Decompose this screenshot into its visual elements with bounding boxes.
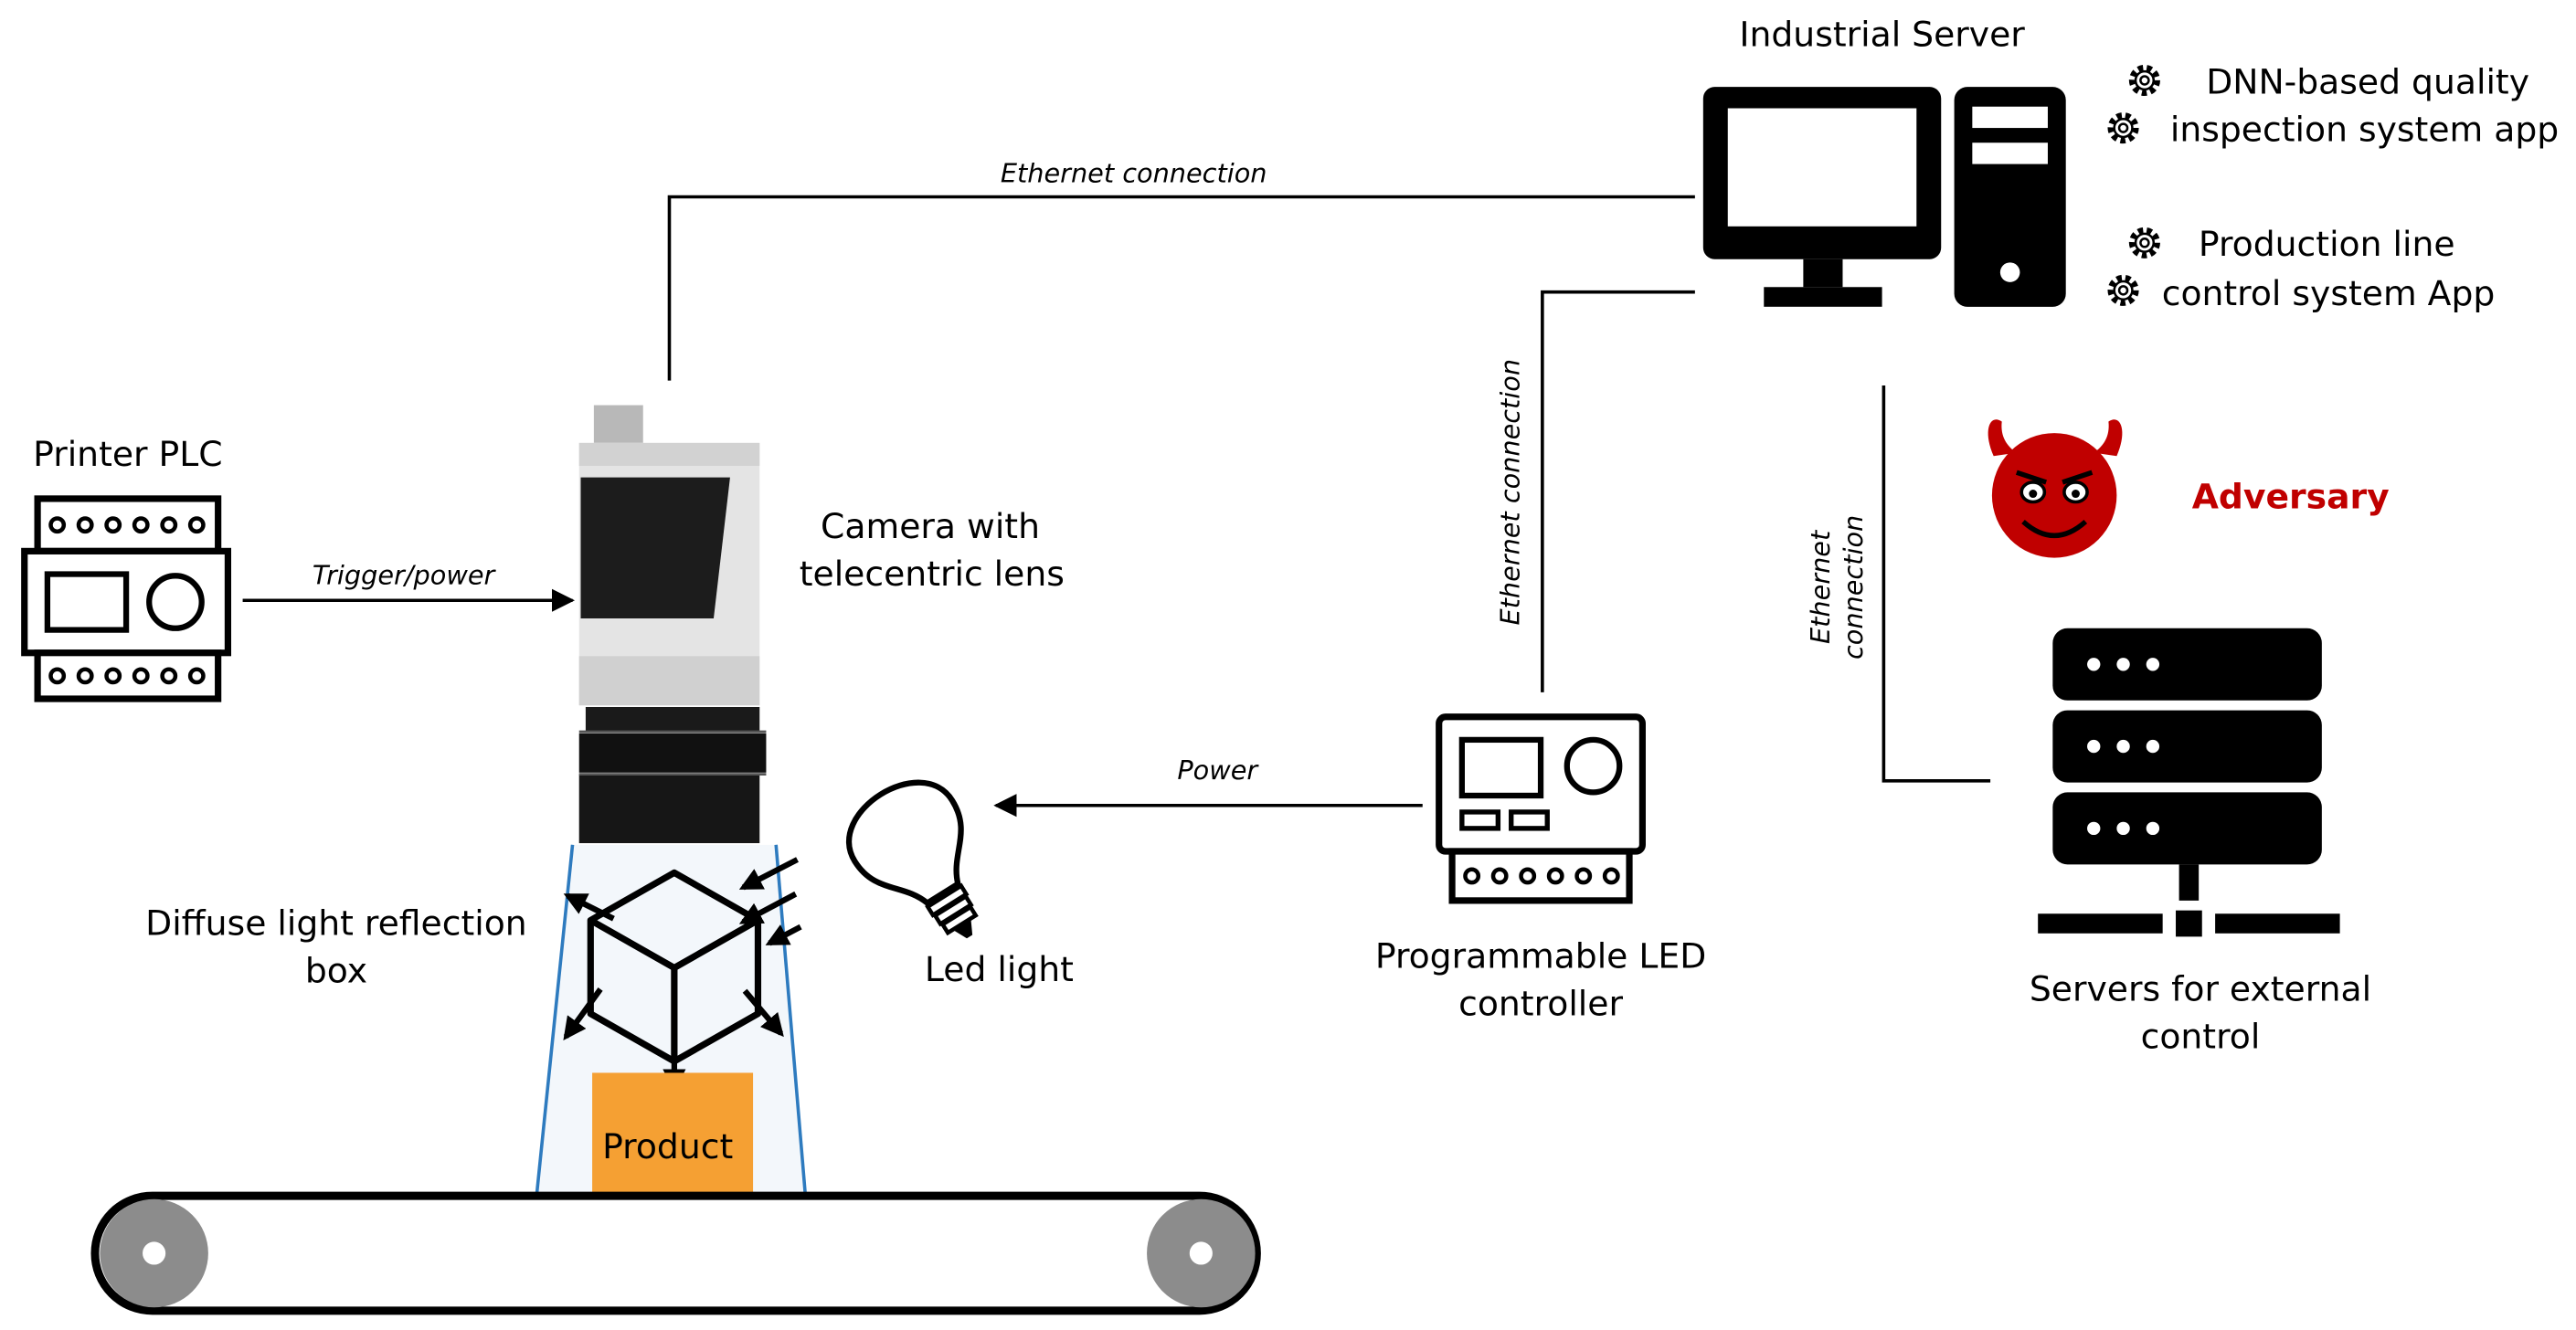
camera-line-1: Camera with [821,506,1040,546]
diffuse-box-line-2: box [305,951,367,991]
camera-line-2: telecentric lens [800,554,1065,594]
camera-icon [578,405,767,844]
gear-icon [2128,227,2160,259]
app-production-line-1: Production line [2199,224,2455,264]
diffuse-box-line-1: Diffuse light reflection [145,903,527,944]
app-production-line-2: control system App [2162,273,2496,313]
desktop-computer-icon [1702,87,2066,307]
app-dnn-line-1: DNN-based quality [2206,61,2529,101]
edge-plc-camera-label: Trigger/power [313,559,497,590]
edge-external-server-label-2: connection [1838,515,1869,660]
conveyor-belt [90,1191,1261,1315]
led-controller-line-1: Programmable LED [1375,936,1706,976]
edge-controller-server-label: Ethernet connection [1495,359,1526,626]
light-rays [563,857,802,1092]
led-controller-line-2: controller [1458,984,1623,1024]
edge-camera-server-label: Ethernet connection [1001,157,1267,188]
plc-icon [21,495,232,702]
product-box [592,1072,754,1197]
industrial-server-label: Industrial Server [1739,14,2025,54]
edge-external-server [1882,385,1991,783]
edge-camera-server [667,195,1695,381]
app-dnn-line-2: inspection system app [2170,109,2559,149]
edge-controller-server [1541,290,1695,692]
gear-icon [2128,64,2160,97]
gear-icon [2107,112,2139,144]
external-servers-line-2: control [2141,1017,2261,1057]
adversary-label: Adversary [2192,477,2390,517]
light-bulb-icon [845,779,979,939]
edge-controller-led-label: Power [1177,755,1259,786]
devil-icon [1988,419,2123,558]
printer-plc-label: Printer PLC [33,434,222,474]
server-rack-icon [2038,628,2340,937]
edge-external-server-label-1: Ethernet [1805,529,1836,644]
product-label: Product [602,1126,733,1166]
external-servers-line-1: Servers for external [2030,968,2371,1008]
gear-icon [2107,274,2139,306]
led-controller-icon [1436,713,1646,904]
led-light-label: Led light [925,949,1074,989]
